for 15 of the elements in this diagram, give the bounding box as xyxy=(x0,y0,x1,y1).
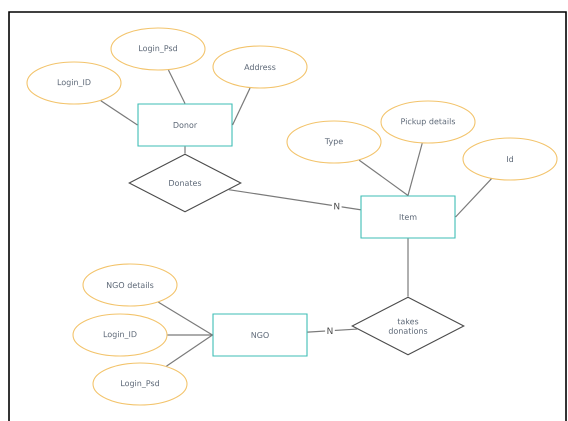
connector-line xyxy=(184,146,186,154)
connector-line xyxy=(407,238,409,296)
connector-line xyxy=(166,334,213,367)
connector-line xyxy=(407,143,423,196)
connector-line xyxy=(455,178,492,218)
connector-line xyxy=(168,70,186,104)
connector-line xyxy=(158,302,213,336)
connector-line xyxy=(308,328,358,333)
edge-label: N xyxy=(325,326,335,336)
connector-line xyxy=(232,88,251,126)
connector-line xyxy=(358,160,408,196)
connector-line xyxy=(100,100,138,126)
edge-label: N xyxy=(332,201,342,211)
connector-line xyxy=(228,189,361,210)
connector-line xyxy=(168,334,212,336)
